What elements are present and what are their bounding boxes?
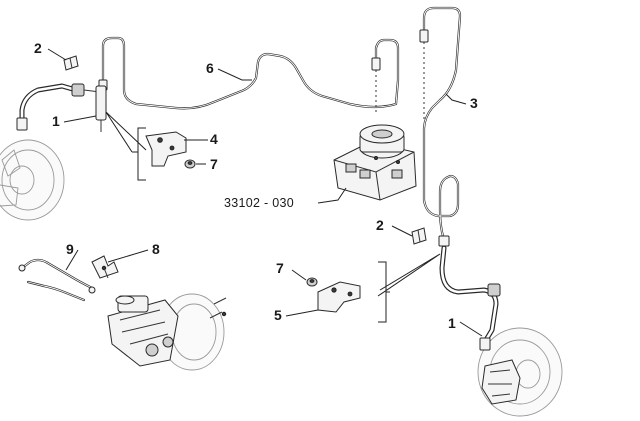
clip-8 (91, 255, 119, 279)
flex-hose-left (16, 83, 107, 132)
callouts: 1 2 3 4 5 6 7 7 8 9 2 1 33102 - 030 (34, 40, 478, 331)
callout-2-right: 2 (376, 217, 384, 233)
callout-2-left: 2 (34, 40, 42, 56)
callout-9: 9 (66, 241, 74, 257)
right-brake-disc (477, 327, 563, 417)
callout-8: 8 (152, 241, 160, 257)
callout-7-right: 7 (276, 260, 284, 276)
nut-7-right (306, 277, 318, 287)
nut-7-left (184, 159, 196, 169)
leader-lines (47, 48, 483, 337)
callout-5: 5 (274, 307, 282, 323)
callout-4: 4 (210, 131, 218, 147)
brake-pipe-3 (419, 6, 462, 247)
brake-pipe-9 (18, 258, 96, 302)
abs-hydraulic-unit (333, 124, 417, 201)
brake-pipe-6 (98, 36, 400, 112)
flex-hose-right (439, 245, 501, 351)
callout-3: 3 (470, 95, 478, 111)
callout-1-right: 1 (448, 315, 456, 331)
master-cylinder-servo (107, 293, 227, 371)
left-brake-disc (0, 139, 65, 221)
clip-2-right (411, 227, 427, 245)
clip-2-left (63, 55, 79, 71)
bracket-4 (145, 131, 187, 167)
callout-6: 6 (206, 60, 214, 76)
bracket-5 (317, 281, 361, 313)
group-brace-right (377, 253, 441, 323)
abs-unit-part-code: 33102 - 030 (224, 196, 294, 210)
callout-1-left: 1 (52, 113, 60, 129)
callout-7-left: 7 (210, 156, 218, 172)
group-brace-left (105, 111, 147, 181)
